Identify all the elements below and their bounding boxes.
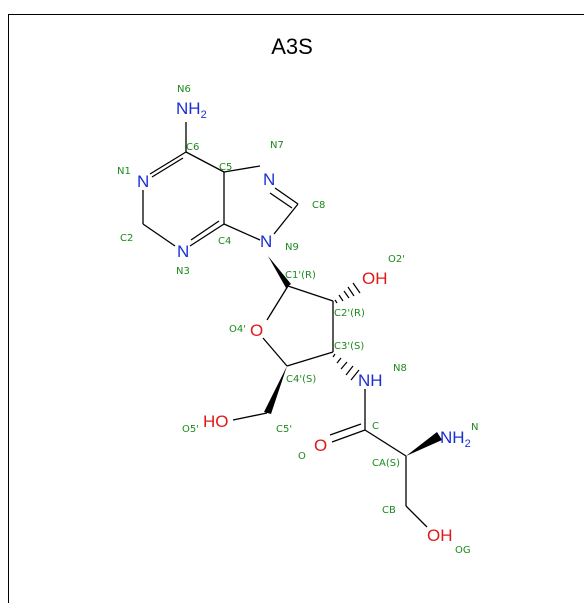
molecule-diagram: A3S <box>117 34 478 556</box>
label-o: O <box>298 451 306 462</box>
label-c6: C6 <box>186 142 199 153</box>
label-c: C <box>372 421 379 432</box>
bond-c2-n3 <box>142 223 176 247</box>
wedge-n9-c1 <box>268 256 291 288</box>
wedge-c4p-c5p <box>264 366 287 414</box>
label-c4p: C4'(S) <box>286 374 316 385</box>
atom-symbols: NH2 N N N N O OH NH HO O NH2 OH <box>137 99 471 545</box>
bond-n3-c4 <box>189 223 225 247</box>
bond-c4p-c3 <box>286 351 334 367</box>
molecule-title: A3S <box>271 34 313 59</box>
bond-c6-n1 <box>149 151 187 175</box>
label-c2p: C2'(R) <box>334 308 365 319</box>
bond-c5p-o5 <box>232 412 268 421</box>
bond-c6-n1-double <box>151 157 184 178</box>
bond-c-ca <box>364 429 407 457</box>
label-og: OG <box>455 545 471 556</box>
label-c2: C2 <box>120 233 133 244</box>
atom-n6: NH2 <box>176 99 207 121</box>
hash-c3-n8 <box>332 353 360 381</box>
atom-o5: HO <box>203 412 229 431</box>
atom-n: NH2 <box>440 428 471 450</box>
label-cb: CB <box>382 505 396 516</box>
molecule-frame <box>8 14 584 603</box>
label-c3: C3'(S) <box>334 341 364 352</box>
label-c4: C4 <box>218 236 231 247</box>
label-c5: C5 <box>219 162 232 173</box>
label-c1: C1'(R) <box>285 270 316 281</box>
atom-o: O <box>314 436 327 455</box>
atom-n9: N <box>260 232 272 251</box>
atom-og: OH <box>427 526 453 545</box>
label-n8: N8 <box>393 363 407 374</box>
atom-n7: N <box>263 170 275 189</box>
label-c5p: C5' <box>276 424 292 435</box>
bond-c8-n9 <box>273 203 299 235</box>
hash-c2p-o2 <box>334 282 361 304</box>
wedge-ca-n <box>406 432 442 456</box>
label-ca: CA(S) <box>372 458 400 469</box>
atom-n3: N <box>177 242 189 261</box>
bond-c5-n7 <box>223 165 261 173</box>
atom-labels: N6 C6 N1 C5 N7 C8 C2 C4 N3 N9 O2' C1'(R)… <box>117 84 478 556</box>
bond-c-o <box>331 429 366 443</box>
label-n: N <box>471 422 478 433</box>
label-n6: N6 <box>177 84 191 95</box>
label-o4: O4' <box>229 324 246 335</box>
label-n1: N1 <box>117 166 131 177</box>
bond-c-o-double <box>329 423 362 436</box>
atom-n1: N <box>137 172 149 191</box>
bond-n3-c4-double <box>190 220 220 241</box>
bonds <box>142 122 442 528</box>
atom-o4: O <box>250 321 263 340</box>
bond-c5-c6 <box>185 151 225 173</box>
bond-n9-c4 <box>223 223 261 241</box>
bond-n7-c8 <box>274 187 299 205</box>
bond-n7-c8-double <box>269 192 293 209</box>
label-c8: C8 <box>312 200 325 211</box>
bond-c1-o4 <box>266 285 289 321</box>
bond-cb-og <box>405 505 428 528</box>
atom-o2: OH <box>362 269 388 288</box>
label-n9: N9 <box>285 242 299 253</box>
bond-o4-c4p <box>262 337 288 367</box>
bond-c1-c2p <box>287 285 334 302</box>
label-o2: O2' <box>388 254 405 265</box>
atom-n8: NH <box>358 371 383 390</box>
label-n7: N7 <box>270 140 284 151</box>
label-o5: O5' <box>182 424 199 435</box>
label-n3: N3 <box>176 266 190 277</box>
